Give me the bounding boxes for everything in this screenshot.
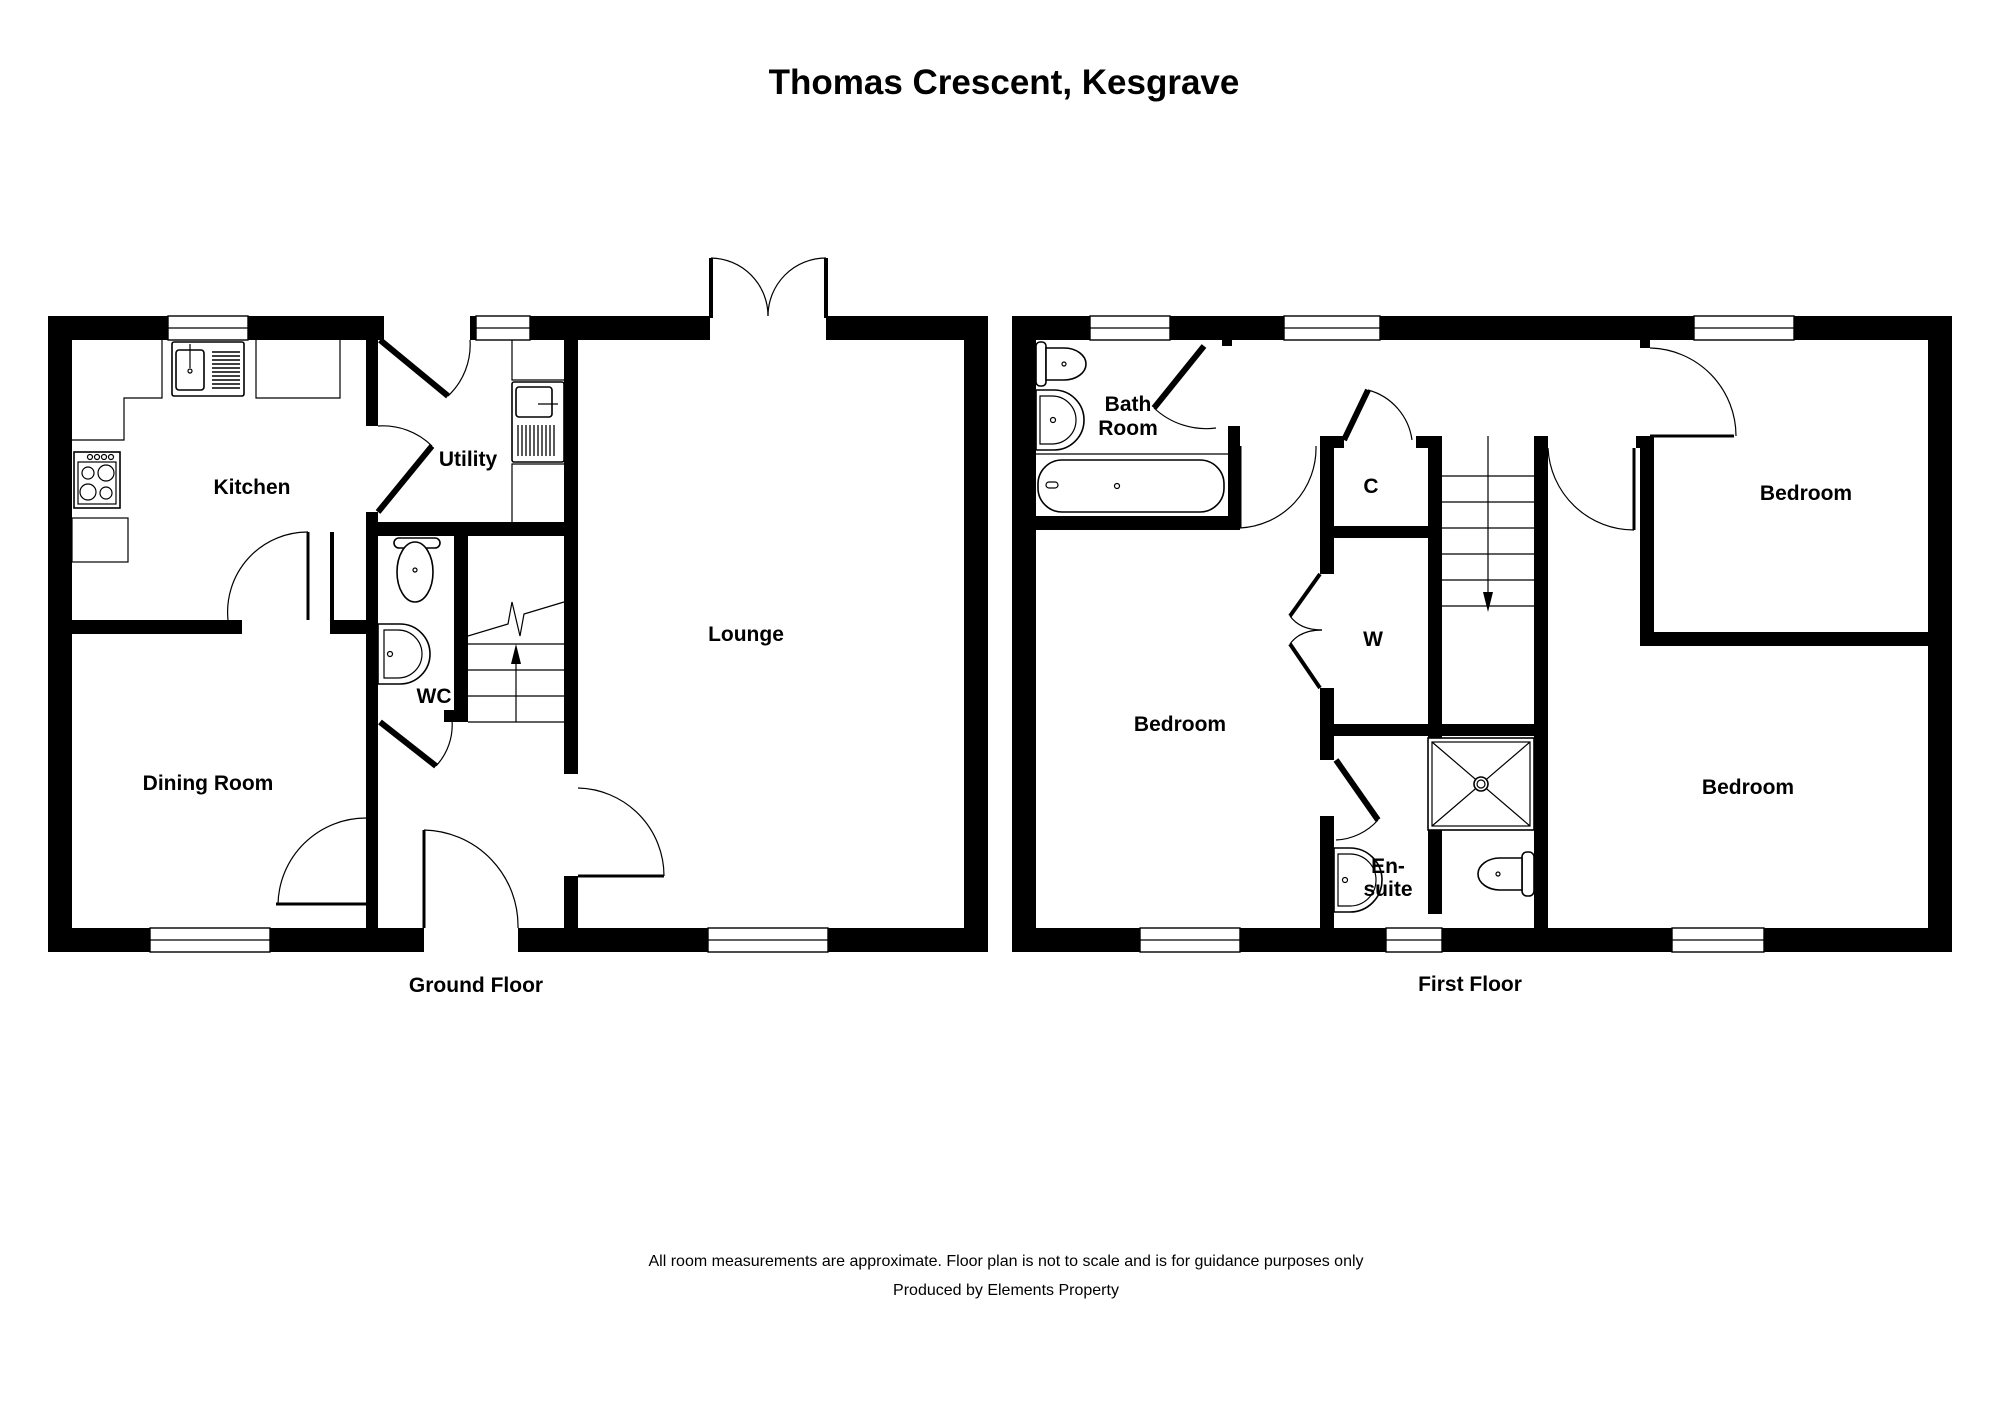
door (577, 787, 665, 878)
disclaimer-text: All room measurements are approximate. F… (648, 1253, 1363, 1270)
wall (330, 532, 334, 620)
toilet (1035, 341, 1087, 387)
page-title: Thomas Crescent, Kesgrave (769, 63, 1240, 102)
wall (454, 536, 468, 722)
room-label-bedroom-left: Bedroom (1134, 713, 1226, 736)
shower-tray (1427, 737, 1535, 831)
window (1385, 927, 1443, 953)
wardrobe-doors (1288, 572, 1336, 690)
ground-floor-plan (48, 257, 988, 953)
room-label-utility: Utility (439, 448, 498, 471)
room-label-kitchen: Kitchen (213, 476, 290, 499)
wall (1636, 436, 1644, 448)
window (1671, 927, 1765, 953)
wall (1534, 436, 1548, 928)
first-floor-plan (1012, 315, 1952, 953)
wall (1928, 316, 1952, 952)
wall (366, 906, 378, 928)
wall (1534, 436, 1544, 452)
room-label-ensuite: En- (1371, 855, 1405, 878)
wall (378, 522, 564, 536)
bathtub (1037, 459, 1225, 513)
room-label-bathroom: Bath (1105, 393, 1152, 416)
window (1283, 315, 1381, 341)
arrow-up-icon (511, 644, 521, 664)
basin (1035, 389, 1085, 451)
wall (1428, 436, 1442, 914)
window (167, 315, 249, 341)
room-label-cupboard: C (1363, 475, 1378, 498)
staircase (467, 601, 565, 723)
wall (72, 620, 242, 634)
floor-label-ground: Ground Floor (409, 974, 543, 997)
staircase (1442, 436, 1534, 612)
wall (1320, 752, 1334, 760)
window (707, 927, 829, 953)
wall (964, 316, 988, 952)
hob-cooker (73, 451, 121, 509)
door (1238, 445, 1317, 529)
toilet (393, 537, 441, 603)
door (1649, 347, 1737, 438)
room-label-ensuite-line2: suite (1363, 878, 1412, 901)
wall (1640, 340, 1650, 348)
floor-label-first: First Floor (1418, 973, 1522, 996)
wall (366, 340, 378, 426)
wall (564, 876, 578, 928)
room-label-bedroom-top-right: Bedroom (1760, 482, 1852, 505)
room-label-bedroom-bottom-right: Bedroom (1702, 776, 1794, 799)
room-label-wc: WC (417, 685, 452, 708)
wall (1640, 632, 1928, 646)
door (1333, 758, 1381, 841)
wall (366, 710, 374, 720)
wall (1222, 340, 1232, 346)
front-door (422, 829, 519, 929)
kitchen-worktops (71, 340, 341, 563)
kitchen-sink (171, 341, 245, 397)
door (378, 337, 471, 399)
wall (564, 340, 578, 774)
french-doors (709, 257, 828, 318)
room-label-dining-room: Dining Room (143, 772, 274, 795)
credit-text: Produced by Elements Property (893, 1282, 1119, 1299)
door (276, 817, 367, 906)
door (375, 425, 435, 514)
wall (1334, 526, 1428, 538)
room-label-wardrobe: W (1363, 628, 1383, 651)
room-label-lounge: Lounge (708, 623, 784, 646)
door (1341, 388, 1413, 442)
toilet (1477, 851, 1535, 897)
window (1693, 315, 1795, 341)
window (149, 927, 271, 953)
wall (1320, 436, 1344, 448)
basin (377, 623, 431, 685)
wall (1320, 816, 1334, 928)
wall (1640, 436, 1654, 644)
basin (1333, 847, 1383, 913)
wall (48, 316, 72, 952)
door (378, 719, 453, 769)
wall (1228, 426, 1240, 530)
wall (1334, 724, 1544, 736)
door (1151, 344, 1217, 430)
wall (1036, 516, 1240, 530)
arrow-down-icon (1483, 592, 1493, 612)
wall (372, 316, 384, 340)
door (227, 531, 310, 621)
wall (330, 620, 366, 634)
wall (826, 316, 988, 340)
door (1547, 447, 1636, 531)
window (1139, 927, 1241, 953)
window (475, 315, 531, 341)
room-label-bathroom-line2: Room (1098, 417, 1158, 440)
wall (1012, 316, 1036, 952)
window (1089, 315, 1171, 341)
wall (444, 710, 454, 722)
utility-worktop (511, 340, 565, 522)
